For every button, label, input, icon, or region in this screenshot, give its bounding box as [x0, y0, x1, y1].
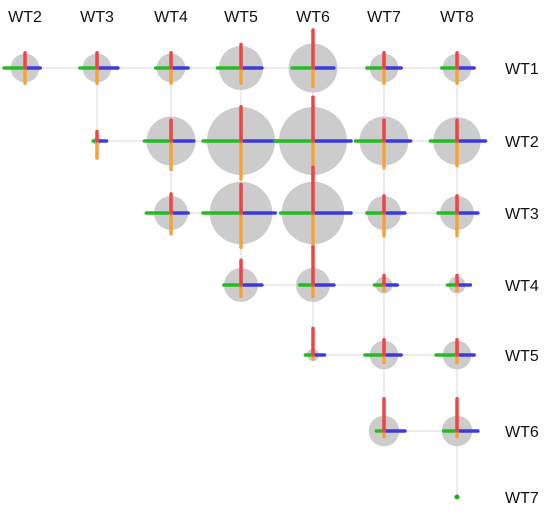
glyph — [222, 258, 264, 302]
row-label: WT4 — [505, 278, 539, 295]
row-label: WT1 — [505, 61, 539, 78]
column-labels: WT2 WT3 WT4 WT5 WT6 WT7 WT8 — [8, 9, 474, 26]
glyph — [154, 51, 190, 85]
glyph — [142, 116, 196, 172]
glyph — [296, 245, 336, 302]
glyph — [365, 51, 403, 85]
glyph — [365, 194, 407, 238]
column-label: WT7 — [367, 9, 401, 26]
glyph — [441, 396, 480, 447]
column-label: WT6 — [296, 9, 330, 26]
glyph — [368, 396, 407, 447]
glyph — [363, 338, 403, 370]
glyph — [78, 51, 120, 85]
column-label: WT4 — [154, 9, 188, 26]
row-label: WT6 — [505, 424, 539, 441]
glyph — [445, 273, 473, 294]
glyph-layer — [2, 28, 488, 500]
column-label: WT5 — [224, 9, 258, 26]
row-label: WT3 — [505, 206, 539, 223]
glyph — [440, 51, 476, 85]
glyph — [303, 326, 327, 362]
glyph — [2, 51, 42, 85]
column-label: WT2 — [8, 9, 42, 26]
glyph — [91, 129, 109, 160]
row-label: WT7 — [505, 490, 539, 507]
glyph — [372, 273, 400, 294]
glyph — [201, 105, 281, 181]
glyph — [144, 192, 190, 236]
glyph — [353, 116, 413, 170]
column-label: WT3 — [80, 9, 114, 26]
column-label: WT8 — [440, 9, 474, 26]
glyph — [288, 28, 338, 93]
glyph — [428, 117, 488, 168]
glyph — [436, 194, 480, 238]
row-label: WT5 — [505, 348, 539, 365]
glyph — [215, 42, 264, 91]
glyph — [454, 494, 460, 500]
glyph-dot — [454, 494, 460, 500]
glyph — [278, 165, 353, 251]
row-label: WT2 — [505, 134, 539, 151]
glyph — [434, 338, 476, 370]
glyph — [201, 181, 277, 249]
